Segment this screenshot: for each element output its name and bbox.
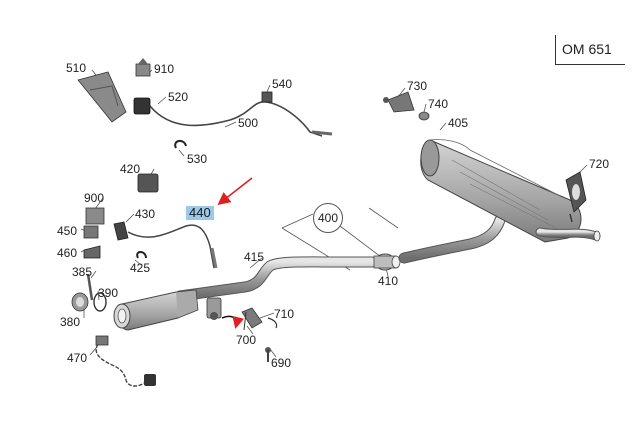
label-380: 380	[60, 315, 81, 329]
exhaust-pipe	[174, 214, 506, 302]
label-410: 410	[378, 274, 399, 288]
indicator-arrow	[217, 177, 253, 205]
label-470: 470	[67, 351, 88, 365]
engine-code-box: OM 651	[555, 35, 625, 65]
label-740: 740	[428, 97, 449, 111]
label-430: 430	[135, 207, 156, 221]
label-500: 500	[238, 116, 259, 130]
label-720: 720	[589, 157, 610, 171]
label-440-highlighted: 440	[186, 206, 214, 220]
label-690: 690	[271, 356, 292, 370]
upper-hanger	[383, 91, 430, 121]
label-510: 510	[66, 61, 87, 75]
rear-hanger	[565, 171, 587, 223]
label-520: 520	[168, 90, 189, 104]
lower-left-parts	[71, 273, 107, 312]
callout-400-label: 400	[317, 211, 339, 225]
label-425: 425	[130, 261, 151, 275]
engine-code: OM 651	[562, 41, 612, 57]
label-415: 415	[244, 250, 265, 264]
label-385: 385	[72, 265, 93, 279]
label-390: 390	[98, 286, 119, 300]
label-910: 910	[154, 62, 175, 76]
label-710: 710	[274, 307, 295, 321]
upper-sensor-assembly	[77, 58, 333, 149]
label-460: 460	[57, 246, 78, 260]
sensor-470	[95, 335, 156, 387]
label-730: 730	[407, 79, 428, 93]
label-450: 450	[57, 224, 78, 238]
label-420: 420	[120, 162, 141, 176]
pipe-bracket	[206, 297, 278, 362]
label-405: 405	[448, 116, 469, 130]
catalytic-converter	[113, 289, 199, 331]
label-530: 530	[187, 152, 208, 166]
label-900: 900	[84, 191, 105, 205]
sensor-440-assembly	[83, 173, 218, 269]
rear-muffler	[420, 139, 601, 243]
callout-400[interactable]: 400	[313, 203, 343, 233]
label-700: 700	[236, 333, 257, 347]
label-540: 540	[272, 77, 293, 91]
